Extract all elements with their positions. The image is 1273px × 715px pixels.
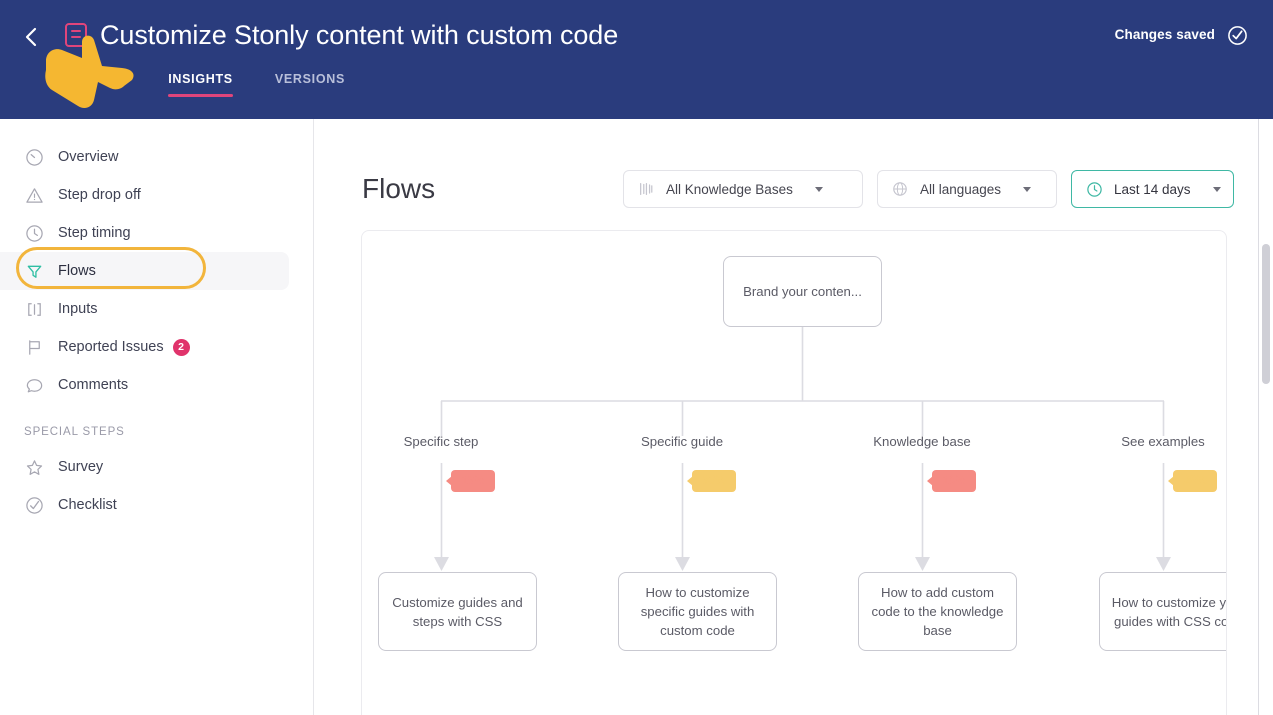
tab-versions[interactable]: VERSIONS [274,72,346,86]
comment-icon [24,375,44,395]
chevron-down-icon [1023,186,1032,192]
tab-editor[interactable]: EDITOR [75,72,127,86]
branch-label-2: Specific guide [640,434,724,449]
sidebar-item-label: Survey [58,459,104,475]
sidebar-item-label: Inputs [58,301,98,317]
flow-diagram-card: Brand your conten... Specific step Speci… [361,230,1227,715]
page-title: Customize Stonly content with custom cod… [100,20,619,50]
filter-icon [24,261,44,281]
filter-value: Last 14 days [1114,181,1191,197]
star-icon [24,457,44,477]
globe-icon [891,180,909,198]
guide-icon [63,22,89,50]
knowledge-base-icon [637,180,655,198]
filter-bar: All Knowledge Bases All languages Last 1… [623,170,1234,208]
date-range-filter[interactable]: Last 14 days [1071,170,1234,208]
filter-value: All languages [920,181,1002,197]
sidebar-item-label: Checklist [58,497,117,513]
brackets-icon [24,299,44,319]
main-content: Flows All Knowledge Bases All languages [314,119,1273,715]
branch-percent-2: 33% [692,470,736,492]
branch-label-1: Specific step [403,434,479,449]
sidebar-item-label: Step timing [58,225,131,241]
sidebar-item-label: Overview [58,149,119,165]
sidebar-item-overview[interactable]: Overview [0,138,289,176]
insights-sidebar: Overview Step drop off Step timing Flows [0,119,314,715]
sidebar-item-checklist[interactable]: Checklist [0,486,289,524]
check-circle-icon [1227,25,1248,46]
flow-root-node[interactable]: Brand your conten... [723,256,882,327]
branch-percent-3: 10% [932,470,976,492]
flag-icon [24,337,44,357]
sidebar-item-label: Comments [58,377,129,393]
sidebar-item-label: Step drop off [58,187,141,203]
changes-saved-label: Changes saved [1114,27,1215,42]
clock-icon [1085,180,1103,198]
branch-percent-4: 29% [1173,470,1217,492]
language-filter[interactable]: All languages [877,170,1057,208]
flows-highlight-ring [16,247,206,289]
sidebar-item-step-timing[interactable]: Step timing [0,214,289,252]
chevron-down-icon [814,186,823,192]
node-label: How to customize specific guides with cu… [640,585,755,638]
node-label: Customize guides and steps with CSS [392,594,523,629]
page-scrollbar-track[interactable] [1258,119,1273,715]
sidebar-item-survey[interactable]: Survey [0,448,289,486]
header-tabs: EDITOR INSIGHTS VERSIONS [75,72,345,97]
sidebar-item-inputs[interactable]: Inputs [0,290,289,328]
warning-triangle-icon [24,185,44,205]
sidebar-item-step-drop-off[interactable]: Step drop off [0,176,289,214]
check-circle-icon [24,495,44,515]
node-label: How to customize your guides with CSS co… [1111,594,1227,629]
node-label: Brand your conten... [743,284,862,299]
sidebar-item-reported-issues[interactable]: Reported Issues 2 [0,328,289,366]
flow-leaf-node-2[interactable]: How to customize specific guides with cu… [618,572,777,651]
branch-label-3: Knowledge base [873,434,971,449]
flows-heading: Flows [362,173,436,204]
flow-connectors [434,327,1171,571]
sidebar-section-label: SPECIAL STEPS [24,426,125,438]
knowledge-base-filter[interactable]: All Knowledge Bases [623,170,863,208]
clock-icon [24,223,44,243]
flow-leaf-node-1[interactable]: Customize guides and steps with CSS [378,572,537,651]
sidebar-item-label: Reported Issues [58,339,164,355]
chevron-down-icon [1212,186,1221,192]
filter-value: All Knowledge Bases [666,181,793,197]
gauge-icon [24,147,44,167]
status-badge: 2 [172,338,190,356]
branch-percent-1: 19% [451,470,495,492]
flow-leaf-node-3[interactable]: How to add custom code to the knowledge … [858,572,1017,651]
sidebar-item-flows[interactable]: Flows [0,247,289,290]
node-label: How to add custom code to the knowledge … [871,585,1004,638]
sidebar-item-label: Flows [58,263,96,279]
page-scrollbar-thumb[interactable] [1262,244,1270,384]
app-header: Customize Stonly content with custom cod… [0,0,1273,119]
back-button[interactable] [19,24,45,50]
flow-leaf-node-4[interactable]: How to customize your guides with CSS co… [1099,572,1227,651]
tab-insights[interactable]: INSIGHTS [168,72,233,97]
sidebar-item-comments[interactable]: Comments [0,366,289,404]
branch-label-4: See examples [1121,434,1205,449]
